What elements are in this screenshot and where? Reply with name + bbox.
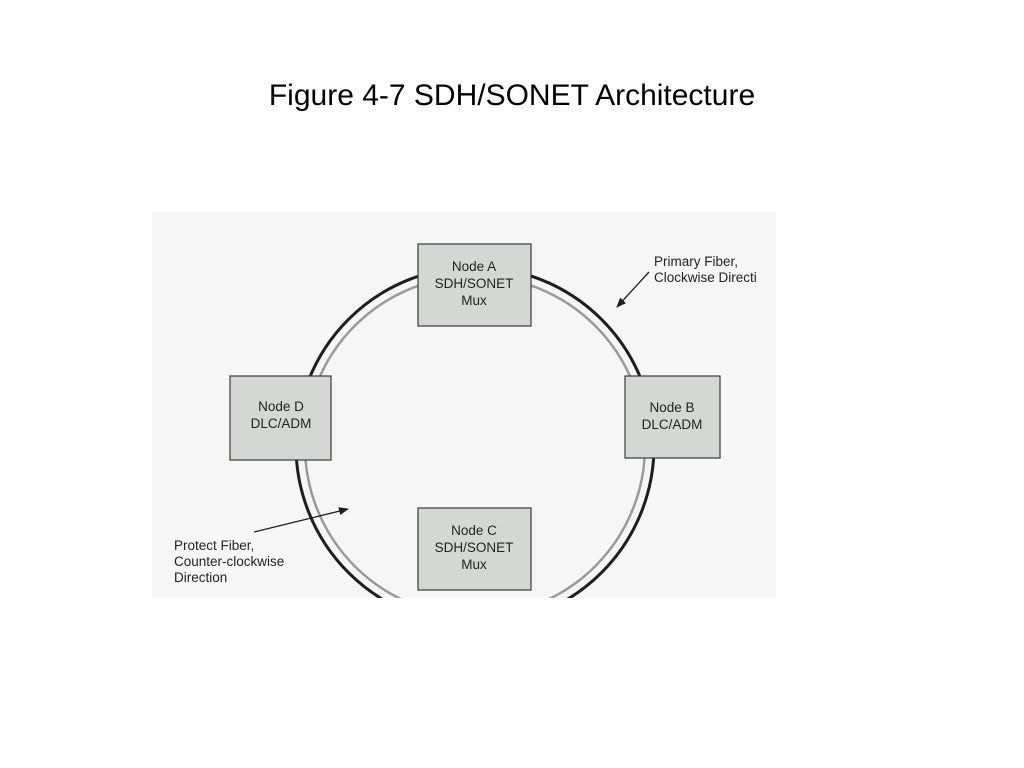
node-c-line-1: Node C [451, 523, 497, 538]
protect-fiber-label-2: Counter-clockwise [174, 554, 284, 569]
figure-title: Figure 4-7 SDH/SONET Architecture [268, 79, 756, 112]
node-c-line-2: SDH/SONET [435, 540, 514, 555]
primary-fiber-label-1: Primary Fiber, [654, 254, 738, 269]
node-a-line-3: Mux [461, 293, 487, 308]
protect-fiber-label-3: Direction [174, 570, 227, 585]
node-d-line-2: DLC/ADM [251, 416, 312, 431]
protect-fiber-callout: Protect Fiber, Counter-clockwise Directi… [174, 507, 349, 585]
primary-fiber-callout: Primary Fiber, Clockwise Directi [616, 254, 757, 308]
protect-fiber-label-1: Protect Fiber, [174, 538, 254, 553]
node-b-line-1: Node B [649, 400, 694, 415]
node-c: Node C SDH/SONET Mux [417, 507, 532, 591]
node-a-line-2: SDH/SONET [435, 276, 514, 291]
protect-arrow-icon [253, 507, 349, 533]
primary-fiber-label-2: Clockwise Directi [654, 270, 757, 285]
node-a: Node A SDH/SONET Mux [417, 243, 532, 327]
ring-diagram-svg: Node A SDH/SONET Mux Node B DLC/ADM Node… [174, 243, 757, 598]
ring-diagram: Node A SDH/SONET Mux Node B DLC/ADM Node… [152, 212, 776, 598]
node-d: Node D DLC/ADM [229, 375, 332, 461]
primary-arrow-icon [616, 271, 650, 308]
node-d-line-1: Node D [258, 399, 304, 414]
node-b: Node B DLC/ADM [624, 375, 721, 459]
node-a-line-1: Node A [452, 259, 496, 274]
node-b-line-2: DLC/ADM [642, 417, 703, 432]
node-c-line-3: Mux [461, 557, 487, 572]
